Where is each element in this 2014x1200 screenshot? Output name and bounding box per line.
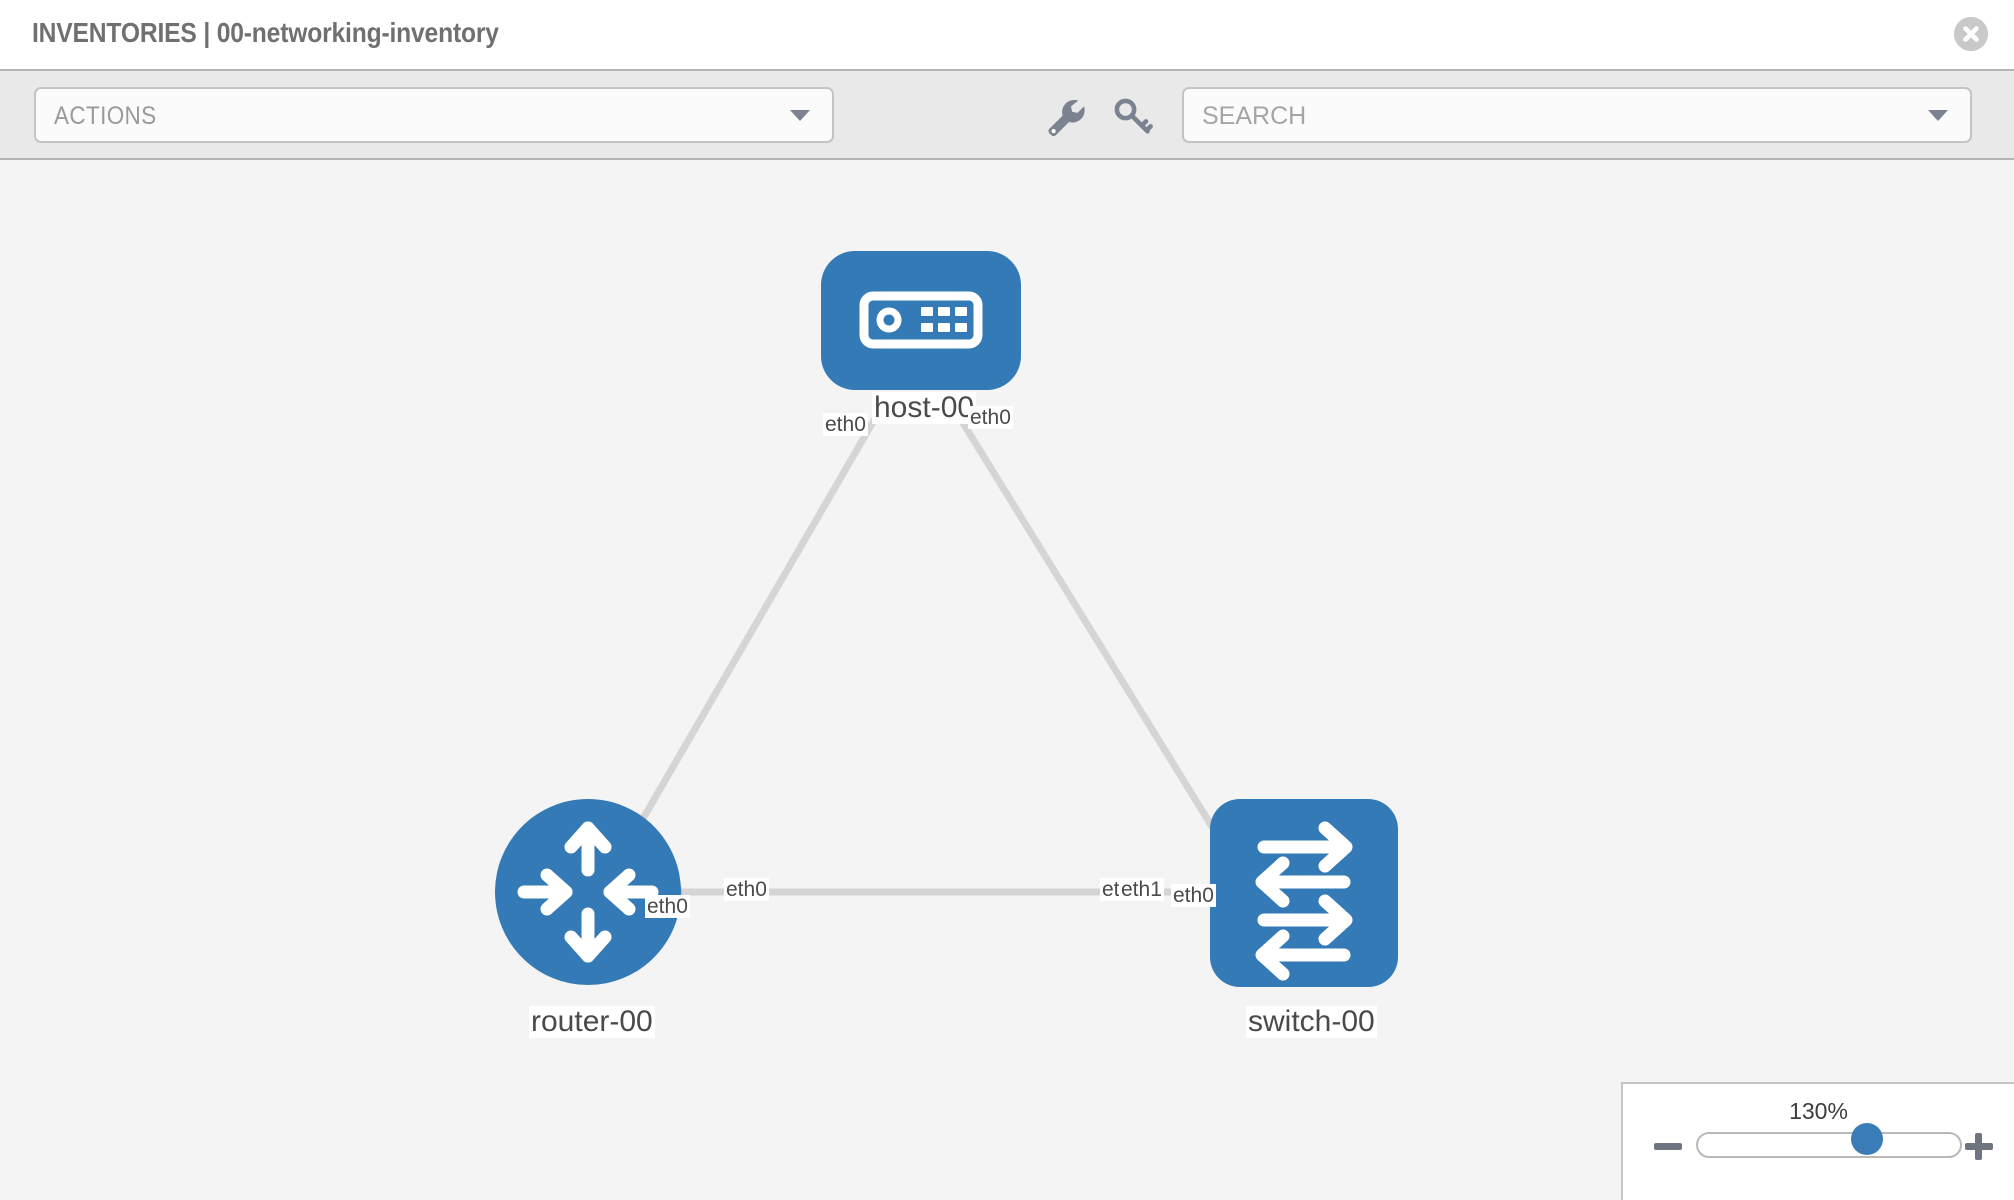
iface-label-host00-eth0-left: eth0 <box>823 413 868 436</box>
node-switch-00[interactable] <box>1210 799 1398 987</box>
search-input[interactable] <box>1200 89 1904 143</box>
chevron-down-icon <box>790 110 810 121</box>
node-label-router-00: router-00 <box>529 1005 655 1038</box>
iface-label-switch00-eth0-uplink: eth0 <box>1171 884 1216 907</box>
port-group <box>638 343 1260 914</box>
edge-host00-switch00 <box>951 406 1244 876</box>
key-icon[interactable] <box>1108 91 1156 139</box>
chevron-down-icon[interactable] <box>1928 110 1948 121</box>
plus-icon-vertical <box>1975 1133 1982 1160</box>
actions-dropdown[interactable]: ACTIONS <box>34 87 834 143</box>
zoom-slider-track[interactable] <box>1696 1132 1962 1158</box>
node-host-00[interactable] <box>821 251 1021 390</box>
iface-label-router00-eth0: eth0 <box>724 878 769 901</box>
node-router-00[interactable] <box>495 799 681 985</box>
zoom-in-button[interactable] <box>1962 1129 1996 1163</box>
iface-label-switch00-eth1: eth1 <box>1119 878 1164 901</box>
zoom-level-label: 130% <box>1789 1098 1848 1124</box>
close-icon[interactable] <box>1954 17 1988 51</box>
iface-label-host00-eth0-right: eth0 <box>968 406 1013 429</box>
actions-dropdown-label: ACTIONS <box>54 102 157 130</box>
zoom-out-button[interactable] <box>1651 1129 1685 1163</box>
search-box[interactable] <box>1182 87 1972 143</box>
zoom-control-panel: 130% <box>1621 1082 2014 1200</box>
iface-label-router00-eth0-uplink: eth0 <box>645 895 690 918</box>
edge-host00-router00 <box>608 406 884 876</box>
topology-graph <box>495 251 1398 987</box>
edge-group <box>608 406 1244 896</box>
page-header: INVENTORIES | 00-networking-inventory <box>0 0 2014 69</box>
minus-icon <box>1654 1143 1682 1150</box>
zoom-slider-thumb[interactable] <box>1851 1123 1883 1155</box>
node-label-switch-00: switch-00 <box>1246 1005 1377 1038</box>
page-title: INVENTORIES | 00-networking-inventory <box>32 17 499 48</box>
topology-canvas[interactable]: host-00 router-00 switch-00 eth0 eth0 et… <box>0 160 2014 1200</box>
toolbar: ACTIONS <box>0 69 2014 160</box>
node-label-host-00: host-00 <box>872 391 977 424</box>
wrench-icon[interactable] <box>1040 91 1088 139</box>
